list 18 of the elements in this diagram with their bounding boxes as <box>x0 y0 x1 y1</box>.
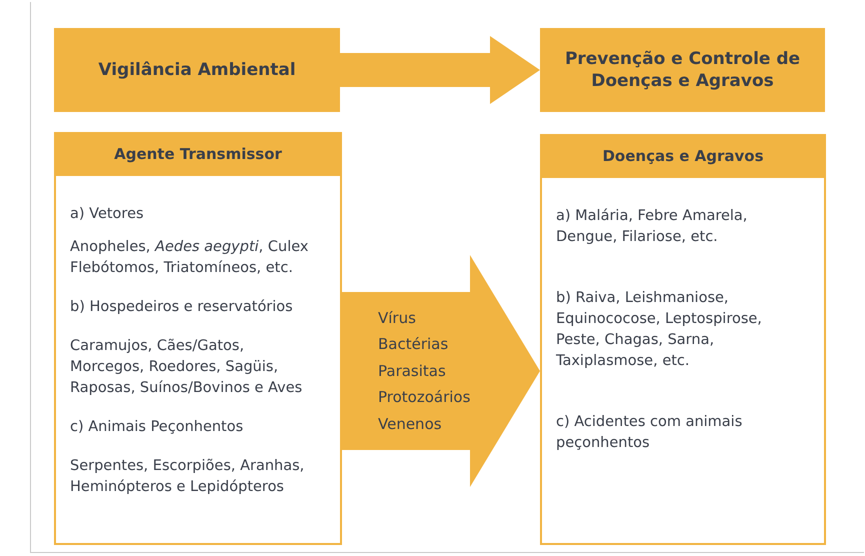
block-arrow <box>340 36 540 104</box>
list-text: a) Malária, Febre Amarela, Dengue, Filariose, etc. <box>556 207 748 247</box>
list-text: b) Hospedeiros e reservatórios <box>70 298 294 317</box>
list-text: Caramujos, Cães/Gatos, Morcegos, Roedores, Sagüis, Raposas, Suínos/Bovinos e Aves <box>70 337 304 398</box>
list-text: Anopheles, Aedes aegypti, Culex Flebótomos, Triatomíneos, etc. <box>70 238 310 278</box>
list-panel <box>540 134 826 545</box>
panel-heading: Agente Transmissor <box>54 132 342 176</box>
list-text: b) Raiva, Leishmaniose, Equinococose, Leptospirose, Peste, Chagas, Sarna, Taxiplasmose, etc. <box>556 289 763 371</box>
title-box: Vigilância Ambiental <box>54 28 340 112</box>
list-text: Serpentes, Escorpiões, Aranhas, Heminópteros e Lepidópteros <box>70 457 306 497</box>
list-text: a) Vetores <box>70 205 145 224</box>
list-text: c) Animais Peçonhentos <box>70 418 244 437</box>
title-box: Prevenção e Controle de Doenças e Agravos <box>540 28 825 112</box>
list-text: c) Acidentes com animais peçonhentos <box>556 413 744 453</box>
list-panel <box>54 132 342 545</box>
block-arrow <box>342 255 540 487</box>
panel-heading: Doenças e Agravos <box>540 134 826 178</box>
edge-label: Vírus Bactérias Parasitas Protozoários Venenos <box>378 308 470 434</box>
